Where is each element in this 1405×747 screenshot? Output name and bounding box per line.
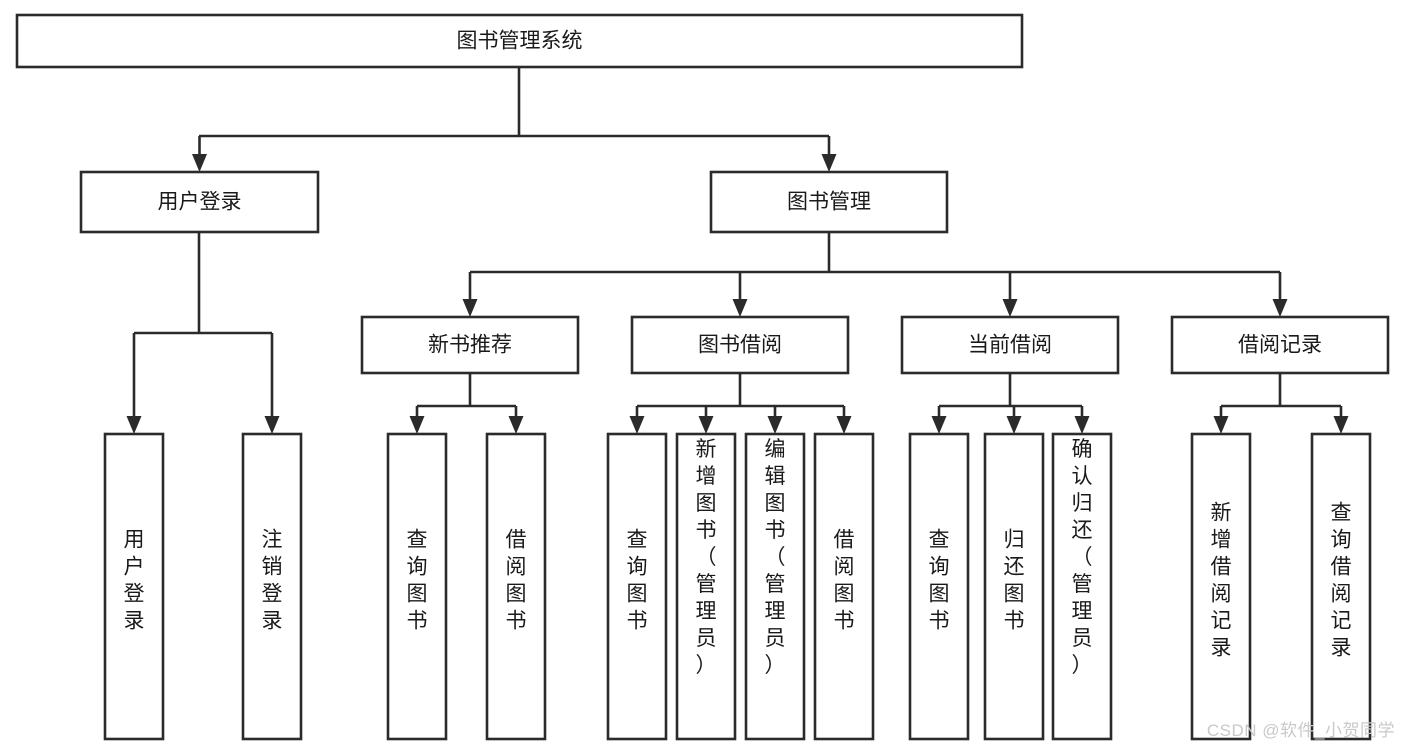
- arrow-leaf-add-record: [1213, 406, 1229, 434]
- node-leaf-confirm-return[interactable]: 确认归还（管理员）: [1051, 432, 1113, 741]
- node-leaf-query-book-1[interactable]: 查询图书: [386, 432, 448, 741]
- node-leaf-query-book-2[interactable]: 查询图书: [606, 432, 668, 741]
- node-leaf-edit-book-label: 编辑图书（管理员）: [765, 438, 786, 677]
- node-book-manage[interactable]: 图书管理: [709, 170, 949, 234]
- connector-bus-book-borrow: [637, 373, 844, 408]
- node-book-borrow[interactable]: 图书借阅: [630, 315, 850, 375]
- arrow-book-manage: [821, 136, 837, 172]
- node-book-borrow-label: 图书借阅: [698, 334, 782, 357]
- node-leaf-borrow-book-1-label: 借阅图书: [506, 529, 527, 633]
- arrow-user-login: [192, 136, 207, 172]
- node-leaf-edit-book[interactable]: 编辑图书（管理员）: [744, 432, 806, 741]
- node-book-manage-label: 图书管理: [787, 191, 871, 214]
- arrow-leaf-query-book-2: [629, 406, 645, 434]
- csdn-watermark: CSDN @软件_小贺同学: [1206, 721, 1395, 740]
- node-current-borrow-label: 当前借阅: [968, 334, 1052, 357]
- node-leaf-borrow-book-2[interactable]: 借阅图书: [813, 432, 875, 741]
- node-leaf-confirm-return-label: 确认归还（管理员）: [1072, 438, 1093, 677]
- node-leaf-borrow-book-2-label: 借阅图书: [834, 529, 855, 633]
- node-leaf-user-login-label: 用户登录: [124, 529, 145, 633]
- node-leaf-return-book[interactable]: 归还图书: [983, 432, 1045, 741]
- node-user-login[interactable]: 用户登录: [79, 170, 320, 234]
- arrow-leaf-edit-book: [767, 406, 783, 434]
- nodes-layer: 图书管理系统用户登录图书管理新书推荐图书借阅当前借阅借阅记录用户登录注销登录查询…: [15, 13, 1390, 741]
- connector-bus-current-borrow: [939, 373, 1082, 408]
- node-root[interactable]: 图书管理系统: [15, 13, 1024, 69]
- node-user-login-label: 用户登录: [158, 191, 242, 214]
- node-leaf-borrow-book-1[interactable]: 借阅图书: [485, 432, 547, 741]
- node-root-label: 图书管理系统: [457, 30, 583, 53]
- connector-bus-user-login: [134, 232, 272, 335]
- node-leaf-logout[interactable]: 注销登录: [241, 432, 303, 741]
- arrow-current-borrow: [1002, 272, 1018, 317]
- connector-bus-borrow-record: [1221, 373, 1341, 408]
- arrow-leaf-borrow-book-2: [836, 406, 852, 434]
- node-leaf-add-record-label: 新增借阅记录: [1211, 502, 1232, 660]
- arrow-leaf-logout: [264, 333, 280, 434]
- arrow-leaf-borrow-book-1: [508, 406, 524, 434]
- connector-bus-root: [199, 67, 829, 138]
- node-current-borrow[interactable]: 当前借阅: [900, 315, 1120, 375]
- node-leaf-logout-label: 注销登录: [262, 529, 283, 633]
- node-leaf-query-record[interactable]: 查询借阅记录: [1310, 432, 1372, 741]
- connector-bus-new-book-rec: [417, 373, 516, 408]
- arrow-leaf-user-login: [126, 333, 142, 434]
- arrow-leaf-query-book-1: [409, 406, 425, 434]
- arrow-leaf-add-book: [698, 406, 714, 434]
- arrow-book-borrow: [732, 272, 748, 317]
- node-borrow-record[interactable]: 借阅记录: [1170, 315, 1390, 375]
- node-leaf-query-book-2-label: 查询图书: [627, 529, 648, 633]
- node-leaf-query-book-3[interactable]: 查询图书: [908, 432, 970, 741]
- arrow-new-book-rec: [462, 272, 478, 317]
- node-leaf-add-book-label: 新增图书（管理员）: [696, 438, 717, 677]
- node-leaf-query-book-1-label: 查询图书: [407, 529, 428, 633]
- node-leaf-query-book-3-label: 查询图书: [929, 529, 950, 633]
- arrow-leaf-query-book-3: [931, 406, 947, 434]
- node-new-book-rec-label: 新书推荐: [428, 334, 512, 357]
- node-leaf-add-book[interactable]: 新增图书（管理员）: [675, 432, 737, 741]
- node-leaf-query-record-label: 查询借阅记录: [1331, 502, 1352, 660]
- connector-bus-book-manage: [470, 232, 1280, 274]
- arrow-leaf-return-book: [1006, 406, 1022, 434]
- arrow-borrow-record: [1272, 272, 1288, 317]
- node-leaf-return-book-label: 归还图书: [1004, 529, 1025, 633]
- node-borrow-record-label: 借阅记录: [1238, 334, 1322, 357]
- node-leaf-add-record[interactable]: 新增借阅记录: [1190, 432, 1252, 741]
- connectors-layer: [126, 67, 1349, 434]
- arrow-leaf-query-record: [1333, 406, 1349, 434]
- arrow-leaf-confirm-return: [1074, 406, 1090, 434]
- node-new-book-rec[interactable]: 新书推荐: [360, 315, 580, 375]
- node-leaf-user-login[interactable]: 用户登录: [103, 432, 165, 741]
